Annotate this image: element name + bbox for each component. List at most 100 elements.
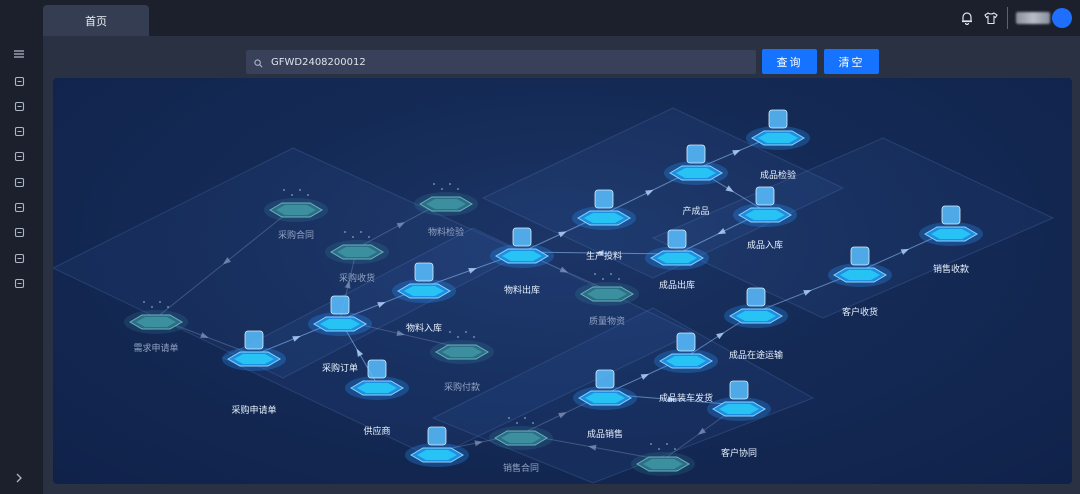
flow-arrow-icon — [640, 373, 650, 380]
flow-node[interactable] — [489, 417, 553, 450]
node-top — [502, 251, 542, 261]
flow-node-label: 客户协同 — [720, 449, 758, 459]
search-input[interactable] — [271, 56, 741, 68]
clock-icon[interactable] — [12, 251, 26, 265]
sparkle-dot — [283, 189, 285, 191]
image-icon[interactable] — [12, 175, 26, 189]
flow-arrow-icon — [558, 231, 567, 238]
flow-node[interactable] — [325, 231, 389, 264]
node-top — [719, 404, 759, 414]
flow-arrow-icon — [344, 280, 351, 289]
sparkle-dot — [650, 443, 652, 445]
flow-node[interactable] — [724, 287, 788, 328]
flow-node[interactable] — [308, 295, 372, 336]
flow-node[interactable] — [746, 109, 810, 150]
sparkle-dot — [658, 448, 660, 450]
flow-canvas — [53, 107, 1055, 484]
search-box[interactable] — [246, 50, 756, 74]
flow-node[interactable] — [490, 227, 554, 268]
sparkle-dot — [291, 194, 293, 196]
node-top — [931, 229, 971, 239]
shirt-icon[interactable] — [983, 10, 999, 26]
flow-node[interactable] — [264, 189, 328, 222]
node-3d-icon — [367, 359, 387, 379]
flow-node[interactable] — [733, 186, 797, 227]
node-top — [840, 270, 880, 280]
flow-node[interactable] — [392, 262, 456, 303]
document-icon[interactable] — [12, 225, 26, 239]
flow-node[interactable] — [573, 369, 637, 410]
sparkle-dot — [352, 236, 354, 238]
home-icon[interactable] — [12, 74, 26, 88]
tab-home[interactable]: 首页 — [43, 5, 149, 36]
calendar-icon[interactable] — [12, 276, 26, 290]
node-3d-icon — [746, 287, 766, 307]
sparkle-dot — [307, 194, 309, 196]
menu-icon[interactable] — [12, 47, 26, 61]
node-3d-icon — [729, 380, 749, 400]
tag-icon[interactable] — [12, 200, 26, 214]
node-3d-icon — [667, 229, 687, 249]
process-flow-diagram: 需求申请单采购申请单采购合同采购收货采购订单供应商物料检验物料入库采购付款物料出… — [53, 78, 1072, 484]
query-button[interactable]: 查询 — [762, 49, 817, 74]
flow-arrow-icon — [222, 257, 231, 265]
node-3d-icon — [686, 144, 706, 164]
flow-node-label: 采购收货 — [338, 274, 376, 284]
flow-node[interactable] — [575, 273, 639, 306]
flow-node-label: 销售收款 — [932, 265, 970, 275]
sparkle-dot — [610, 273, 612, 275]
sparkle-dot — [159, 301, 161, 303]
flow-node[interactable] — [414, 183, 478, 216]
flow-node-label: 供应商 — [363, 427, 391, 437]
sparkle-dot — [508, 417, 510, 419]
node-3d-icon — [941, 205, 961, 225]
sparkle-dot — [674, 448, 676, 450]
bell-icon[interactable] — [959, 10, 975, 26]
flow-node[interactable] — [572, 189, 636, 230]
node-top — [676, 168, 716, 178]
flow-node-label: 成品装车发货 — [658, 394, 714, 404]
flow-arrow-icon — [356, 348, 364, 357]
top-bar: 首页 — [0, 0, 1080, 36]
flow-node[interactable] — [645, 229, 709, 270]
flow-arrow-icon — [588, 444, 597, 451]
flow-node[interactable] — [631, 443, 695, 476]
sparkle-dot — [299, 189, 301, 191]
list-icon[interactable] — [12, 124, 26, 138]
flow-node-label: 产成品 — [682, 207, 710, 217]
sparkle-dot — [344, 231, 346, 233]
flow-node[interactable] — [919, 205, 983, 246]
flow-arrow-icon — [396, 222, 406, 229]
flow-arrow-icon — [377, 302, 386, 308]
cube-icon[interactable] — [12, 149, 26, 163]
node-top — [736, 311, 776, 321]
sparkle-dot — [368, 236, 370, 238]
box-icon[interactable] — [12, 99, 26, 113]
node-top — [276, 205, 316, 215]
chevron-right-icon[interactable] — [12, 471, 26, 485]
avatar[interactable] — [1052, 8, 1072, 28]
flow-node[interactable] — [828, 246, 892, 287]
flow-node[interactable] — [654, 332, 718, 373]
flow-node[interactable] — [664, 144, 728, 185]
flow-node[interactable] — [405, 426, 469, 467]
sidebar — [0, 36, 43, 494]
user-menu[interactable] — [1016, 8, 1072, 28]
flow-arrow-icon — [595, 250, 604, 257]
flow-node-label: 采购订单 — [321, 364, 359, 374]
flow-node[interactable] — [707, 380, 771, 421]
clear-button[interactable]: 清空 — [824, 49, 879, 74]
flow-node-label: 成品出库 — [658, 281, 696, 291]
flow-node-label: 物料出库 — [503, 286, 541, 296]
flow-node[interactable] — [430, 331, 494, 364]
flow-node[interactable] — [345, 359, 409, 400]
flow-arrow-icon — [558, 412, 567, 419]
sparkle-dot — [441, 188, 443, 190]
sparkle-dot — [457, 336, 459, 338]
flow-node[interactable] — [222, 330, 286, 371]
flow-node[interactable] — [124, 301, 188, 334]
node-top — [357, 383, 397, 393]
flow-node-label: 质量物资 — [588, 317, 626, 327]
node-3d-icon — [330, 295, 350, 315]
node-3d-icon — [755, 186, 775, 206]
